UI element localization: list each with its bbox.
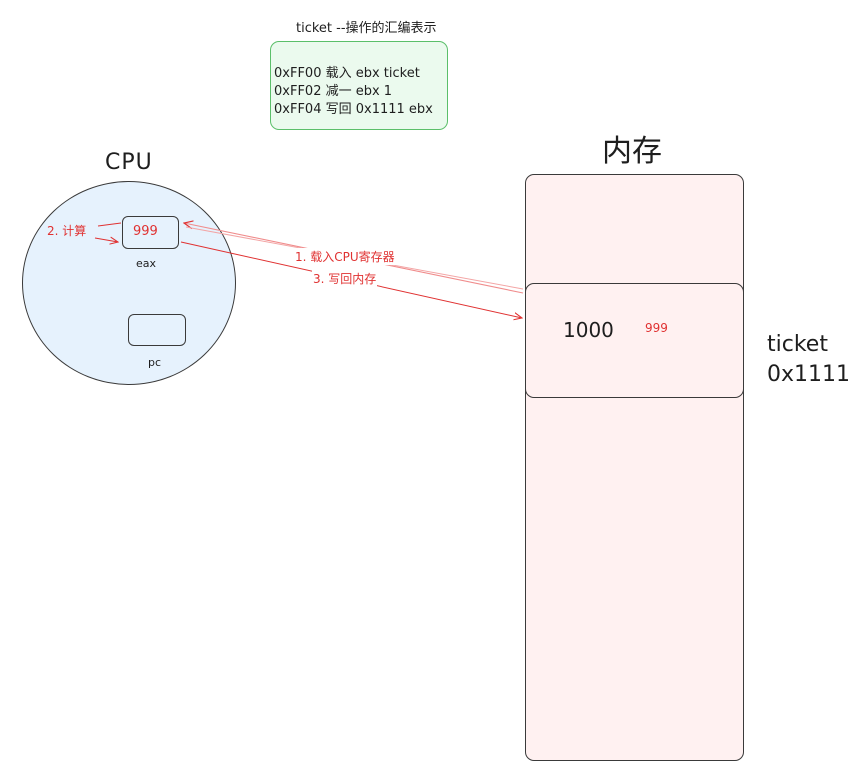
memory-new-value: 999: [645, 321, 668, 335]
ticket-address: 0x1111: [767, 362, 850, 387]
load-arrow-label: 1. 载入CPU寄存器: [294, 248, 396, 265]
compute-step-label: 2. 计算: [47, 224, 87, 238]
assembly-line-load: 0xFF00 载入 ebx ticket: [274, 66, 420, 81]
assembly-title: ticket --操作的汇编表示: [296, 21, 437, 36]
cpu-circle: [22, 181, 236, 385]
pc-register: [128, 314, 186, 346]
eax-label: eax: [136, 257, 157, 270]
memory-block: [525, 174, 744, 761]
eax-value: 999: [133, 224, 158, 239]
assembly-line-decrement: 0xFF02 减一 ebx 1: [274, 84, 393, 99]
assembly-box: 0xFF00 载入 ebx ticket 0xFF02 减一 ebx 1 0xF…: [270, 41, 448, 130]
assembly-line-store: 0xFF04 写回 0x1111 ebx: [274, 102, 433, 117]
compute-arrow-out: [97, 222, 122, 227]
ticket-variable-name: ticket: [767, 332, 828, 357]
memory-old-value: 1000: [563, 318, 614, 342]
memory-cell-ticket: [525, 283, 744, 398]
pc-label: pc: [148, 356, 162, 369]
write-arrow-label: 3. 写回内存: [312, 270, 378, 287]
eax-register: 999: [122, 216, 179, 249]
cpu-title: CPU: [105, 150, 153, 175]
compute-arrow-in: [94, 238, 118, 242]
memory-title: 内存: [602, 134, 662, 169]
